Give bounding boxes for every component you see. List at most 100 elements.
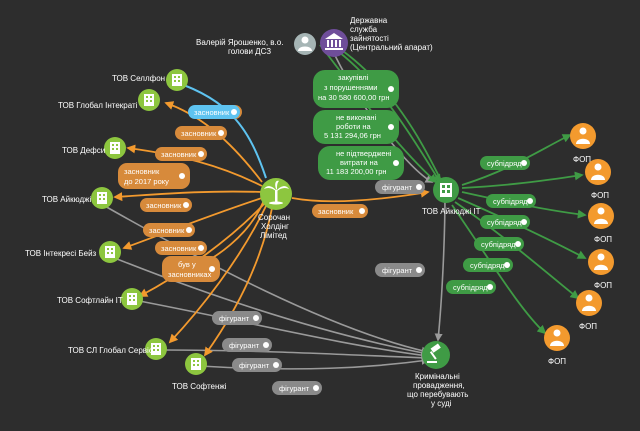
svg-text:Сорочан: Сорочан [258,213,290,222]
government-building-icon [325,33,343,50]
svg-text:ФОП: ФОП [594,281,612,290]
company-label: ТОВ Селлфон [112,74,165,83]
pill-subcontract[interactable]: субпідряд [480,215,530,229]
svg-text:у суді: у суді [431,399,452,408]
pill-procurement[interactable]: закупівлі з порушеннями на 30 580 600,00… [313,70,399,108]
company-label: ТОВ Софтенжі [172,382,227,391]
company-node[interactable]: ТОВ Айкюджі [42,187,113,209]
svg-text:засновник: засновник [161,150,197,159]
person-icon [594,207,608,224]
svg-text:субпідряд: субпідряд [481,240,516,249]
svg-text:що перебувають: що перебувають [407,390,468,399]
person-icon [594,253,608,270]
svg-text:ФОП: ФОП [579,322,597,331]
pill-not-done[interactable]: не виконані роботи на 5 131 294,06 грн [313,110,399,144]
company-nodes: ТОВ Селлфон ТОВ Глобал Інтекраті ТОВ Деф… [25,69,227,391]
svg-text:не підтверджені: не підтверджені [336,149,392,158]
company-node[interactable]: ТОВ Селлфон [112,69,188,91]
fop-nodes: ФОП ФОП ФОП ФОП ФОП ФОП [544,123,614,366]
company-node[interactable]: ТОВ Глобал Інтекраті [58,89,160,111]
svg-text:витрати на: витрати на [340,158,379,167]
fop-node[interactable]: ФОП [576,290,602,331]
person-icon [298,36,312,51]
svg-text:Кримінальні: Кримінальні [415,372,460,381]
svg-text:до 2017 року: до 2017 року [124,177,169,186]
svg-text:субпідряд: субпідряд [453,283,488,292]
pill-founder-2017[interactable]: засновник до 2017 року [118,163,190,189]
pill-founder-center[interactable]: засновник [312,204,368,218]
svg-text:Лімітед: Лімітед [260,231,287,240]
svg-text:фігурант: фігурант [279,384,310,393]
svg-text:ФОП: ФОП [591,191,609,200]
criminal-node[interactable]: Кримінальні провадження, що перебувають … [407,341,468,408]
aykyudzhi-it-node[interactable]: ТОВ Айкюджі ІТ [422,177,481,216]
pill-founder[interactable]: засновник [175,126,227,140]
svg-text:з порушеннями: з порушеннями [324,83,377,92]
fop-node[interactable]: ФОП [588,249,614,290]
svg-text:на 30 580 600,00 грн: на 30 580 600,00 грн [318,93,390,102]
pill-were-founders[interactable]: був у засновниках [162,256,220,282]
palm-tree-icon [264,180,289,205]
subcontract-pills: субпідряд субпідряд субпідряд субпідряд … [446,156,536,294]
person-icon [550,329,564,346]
employment-service-node[interactable]: Державна служба зайнятості (Центральний … [320,16,433,57]
yaroshenko-node[interactable]: Валерій Ярошенко, в.о. голови ДСЗ [196,33,316,56]
svg-text:фігурант: фігурант [239,361,270,370]
company-label: ТОВ Інтекресі Бейз [25,249,97,258]
pill-figurant[interactable]: фігурант [232,358,282,372]
svg-text:фігурант: фігурант [229,341,260,350]
pill-founder[interactable]: засновник [140,198,192,212]
person-icon [591,163,605,180]
fop-node[interactable]: ФОП [544,325,570,366]
company-node[interactable]: ТОВ Софтенжі [172,353,227,391]
fop-node[interactable]: ФОП [588,203,614,244]
svg-text:зайнятості: зайнятості [350,34,389,43]
pill-subcontract[interactable]: субпідряд [480,156,530,170]
svg-text:провадження,: провадження, [413,381,465,390]
pill-unconfirmed[interactable]: не підтверджені витрати на 11 183 200,00… [318,146,404,180]
pill-figurant[interactable]: фігурант [375,263,425,277]
pill-founder[interactable]: засновник [155,241,207,255]
company-node[interactable]: ТОВ Дефси [62,137,126,159]
pill-figurant[interactable]: фігурант [222,338,272,352]
pill-figurant[interactable]: фігурант [272,381,322,395]
pill-subcontract[interactable]: субпідряд [486,194,536,208]
pill-founder-blue-visible[interactable]: засновник [188,105,240,119]
pill-subcontract[interactable]: субпідряд [463,258,513,272]
svg-text:роботи на: роботи на [336,122,371,131]
svg-text:засновник: засновник [124,167,160,176]
pill-subcontract[interactable]: субпідряд [446,280,496,294]
building-icon [105,246,115,258]
svg-text:засновниках: засновниках [168,270,212,279]
svg-text:засновник: засновник [318,207,354,216]
company-node[interactable]: ТОВ Софтлайн ІТ [57,288,143,310]
pill-figurant[interactable]: фігурант [212,311,262,325]
person-icon [576,127,590,144]
violation-pills: закупівлі з порушеннями на 30 580 600,00… [313,70,404,180]
svg-text:закупівлі: закупівлі [338,73,369,82]
gavel-icon [427,343,441,363]
building-icon [191,358,201,370]
company-node[interactable]: ТОВ Інтекресі Бейз [25,241,121,263]
svg-text:(Центральний апарат): (Центральний апарат) [350,43,433,52]
building-icon [440,183,452,197]
fop-node[interactable]: ФОП [570,123,596,164]
building-icon [127,293,137,305]
pill-founder[interactable]: засновник [143,223,195,237]
fop-node[interactable]: ФОП [585,159,611,200]
aykyudzhi-it-label: ТОВ Айкюджі ІТ [422,207,481,216]
pill-founder[interactable]: засновник [155,147,207,161]
company-node[interactable]: ТОВ СЛ Глобал Сервіс [68,338,167,360]
svg-text:субпідряд: субпідряд [487,159,522,168]
pill-subcontract[interactable]: субпідряд [474,237,524,251]
svg-text:фігурант: фігурант [382,266,413,275]
svg-text:субпідряд: субпідряд [493,197,528,206]
svg-text:Холдінг: Холдінг [261,222,289,231]
svg-text:ФОП: ФОП [573,155,591,164]
svg-text:засновник: засновник [146,201,182,210]
building-icon [172,74,182,86]
pill-figurant[interactable]: фігурант [375,180,425,194]
sorochan-node[interactable]: Сорочан Холдінг Лімітед [258,178,292,240]
